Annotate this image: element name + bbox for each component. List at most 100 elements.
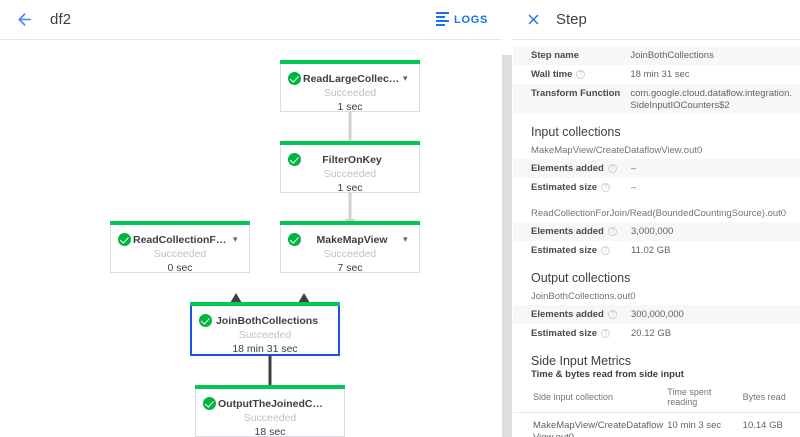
- panel-title: Step: [556, 11, 587, 28]
- row-value: com.google.cloud.dataflow.integration. S…: [630, 88, 792, 111]
- node-time-label: 18 min 31 sec: [232, 343, 298, 355]
- node-status-bar: [280, 60, 420, 64]
- node-status-bar: [110, 221, 250, 225]
- check-circle-icon: [288, 153, 301, 166]
- row-key-label: Estimated size: [531, 182, 597, 193]
- spacer: [513, 197, 800, 206]
- node-title: ReadCollectionForJoin: [133, 233, 233, 246]
- node-time-label: 1 sec: [337, 101, 363, 113]
- node-time-label: 18 sec: [254, 426, 286, 437]
- help-icon[interactable]: ?: [576, 69, 586, 79]
- section-title-output-collections: Output collections: [531, 271, 631, 285]
- column-header-side-input-collection: Side input collection: [513, 384, 668, 413]
- collection-name: JoinBothCollections.out0: [531, 291, 636, 302]
- top-app-bar: df2 LOGS: [0, 0, 502, 40]
- row-key: Elements added?: [513, 222, 631, 241]
- table-row: Estimated size? –: [513, 178, 800, 197]
- graph-node-filter-on-key[interactable]: FilterOnKey ▾ Succeeded 1 sec: [280, 141, 420, 194]
- row-key: Step name: [531, 50, 580, 61]
- section-title-side-input-metrics: Side Input Metrics: [531, 354, 632, 368]
- graph-node-join-both-collections[interactable]: JoinBothCollections ▾ Succeeded 18 min 3…: [190, 302, 340, 356]
- step-summary-table: Step name JoinBothCollections Wall time?…: [513, 46, 800, 114]
- row-key: Elements added?: [513, 305, 631, 324]
- row-key-label: Elements added: [531, 163, 604, 174]
- panel-body: Step name JoinBothCollections Wall time?…: [513, 40, 800, 437]
- row-key-label: Estimated size: [531, 328, 597, 339]
- row-value: –: [631, 181, 637, 193]
- node-status-label: Succeeded: [153, 248, 207, 260]
- row-key-label: Wall time: [531, 69, 573, 80]
- column-header-time-spent-reading: Time spent reading: [667, 384, 743, 413]
- check-circle-icon: [199, 314, 212, 327]
- help-icon[interactable]: ?: [607, 163, 617, 173]
- node-header: JoinBothCollections ▾: [192, 306, 338, 328]
- close-icon[interactable]: [522, 9, 544, 31]
- node-time-label: 1 sec: [337, 182, 363, 194]
- scrollbar-thumb[interactable]: [502, 55, 512, 437]
- column-header-bytes-read: Bytes read: [742, 384, 800, 413]
- node-status-bar: [190, 302, 340, 306]
- pipeline-graph: ReadLargeCollectionFr... ▾ Succeeded 1 s…: [0, 41, 502, 437]
- row-value: –: [631, 162, 637, 174]
- graph-connectors: [230, 106, 356, 385]
- side-input-subtitle: Time & bytes read from side input: [531, 369, 684, 380]
- collection-name: ReadCollectionForJoin/Read(BoundedCounti…: [531, 208, 787, 219]
- graph-node-read-large-collection[interactable]: ReadLargeCollectionFr... ▾ Succeeded 1 s…: [280, 60, 420, 113]
- chevron-down-icon[interactable]: ▾: [233, 234, 238, 244]
- graph-node-make-map-view[interactable]: MakeMapView ▾ Succeeded 7 sec: [280, 221, 420, 274]
- graph-vertical-scrollbar[interactable]: [502, 55, 512, 437]
- node-title: MakeMapView: [316, 233, 388, 246]
- help-icon[interactable]: ?: [601, 245, 610, 255]
- node-status-bar: [280, 141, 420, 145]
- help-icon[interactable]: ?: [607, 309, 617, 319]
- node-status-label: Succeeded: [243, 412, 297, 424]
- node-title: JoinBothCollections: [215, 314, 319, 327]
- logs-button[interactable]: LOGS: [436, 11, 488, 28]
- table-row: Wall time? 18 min 31 sec: [513, 65, 800, 84]
- node-header: FilterOnKey ▾: [281, 145, 419, 167]
- row-key-label: Elements added: [531, 309, 604, 320]
- row-key: Estimated size?: [513, 178, 631, 197]
- node-title: ReadLargeCollectionFr...: [303, 72, 403, 85]
- node-title: FilterOnKey: [322, 153, 382, 166]
- help-icon[interactable]: ?: [601, 182, 610, 192]
- row-value: 20.12 GB: [631, 327, 672, 339]
- node-status-label: Succeeded: [238, 329, 292, 341]
- graph-node-read-collection-for-join[interactable]: ReadCollectionForJoin ▾ Succeeded 0 sec: [110, 221, 250, 274]
- graph-node-output-the-joined-collection[interactable]: OutputTheJoinedCollec... ▾ Succeeded 18 …: [195, 385, 345, 437]
- cell-bytes-read: 10.14 GB: [742, 412, 800, 437]
- row-key: Transform Function: [531, 88, 621, 99]
- node-status-bar: [280, 221, 420, 225]
- help-icon[interactable]: ?: [601, 328, 610, 338]
- row-value: 18 min 31 sec: [630, 68, 690, 80]
- row-value: 3,000,000: [631, 225, 674, 237]
- chevron-down-icon[interactable]: ▾: [403, 234, 408, 244]
- table-row: Estimated size? 20.12 GB: [513, 324, 800, 343]
- table-row: Transform Function com.google.cloud.data…: [513, 84, 800, 114]
- check-circle-icon: [288, 233, 301, 246]
- help-icon[interactable]: ?: [607, 226, 617, 236]
- node-title: OutputTheJoinedCollec...: [218, 397, 328, 410]
- node-header: ReadCollectionForJoin ▾: [111, 225, 249, 247]
- node-time-label: 0 sec: [167, 262, 193, 274]
- chevron-down-icon[interactable]: ▾: [403, 73, 408, 83]
- cell-side-input-collection: MakeMapView/CreateDataflow View.out0: [513, 412, 668, 437]
- node-status-bar: [195, 385, 345, 389]
- table-header-row: Side input collection Time spent reading…: [513, 384, 800, 413]
- table-body: MakeMapView/CreateDataflow View.out0 10 …: [513, 412, 800, 437]
- step-details-panel: Step Step name JoinBothCollections Wall …: [512, 0, 800, 437]
- row-key: Elements added?: [513, 159, 631, 178]
- node-status-label: Succeeded: [323, 248, 377, 260]
- row-value: JoinBothCollections: [630, 49, 714, 61]
- back-arrow-icon[interactable]: [12, 8, 36, 32]
- table-row: Elements added? 300,000,000: [513, 305, 800, 324]
- side-input-metrics-table: Side input collection Time spent reading…: [513, 384, 800, 437]
- input-collection-table-1: Elements added? 3,000,000 Estimated size…: [513, 222, 800, 260]
- row-key: Estimated size?: [513, 324, 631, 343]
- logs-button-label: LOGS: [454, 13, 488, 26]
- row-key: Wall time?: [513, 65, 630, 84]
- node-header: OutputTheJoinedCollec... ▾: [196, 389, 344, 411]
- node-header: ReadLargeCollectionFr... ▾: [281, 64, 419, 86]
- table-header: Side input collection Time spent reading…: [513, 384, 800, 413]
